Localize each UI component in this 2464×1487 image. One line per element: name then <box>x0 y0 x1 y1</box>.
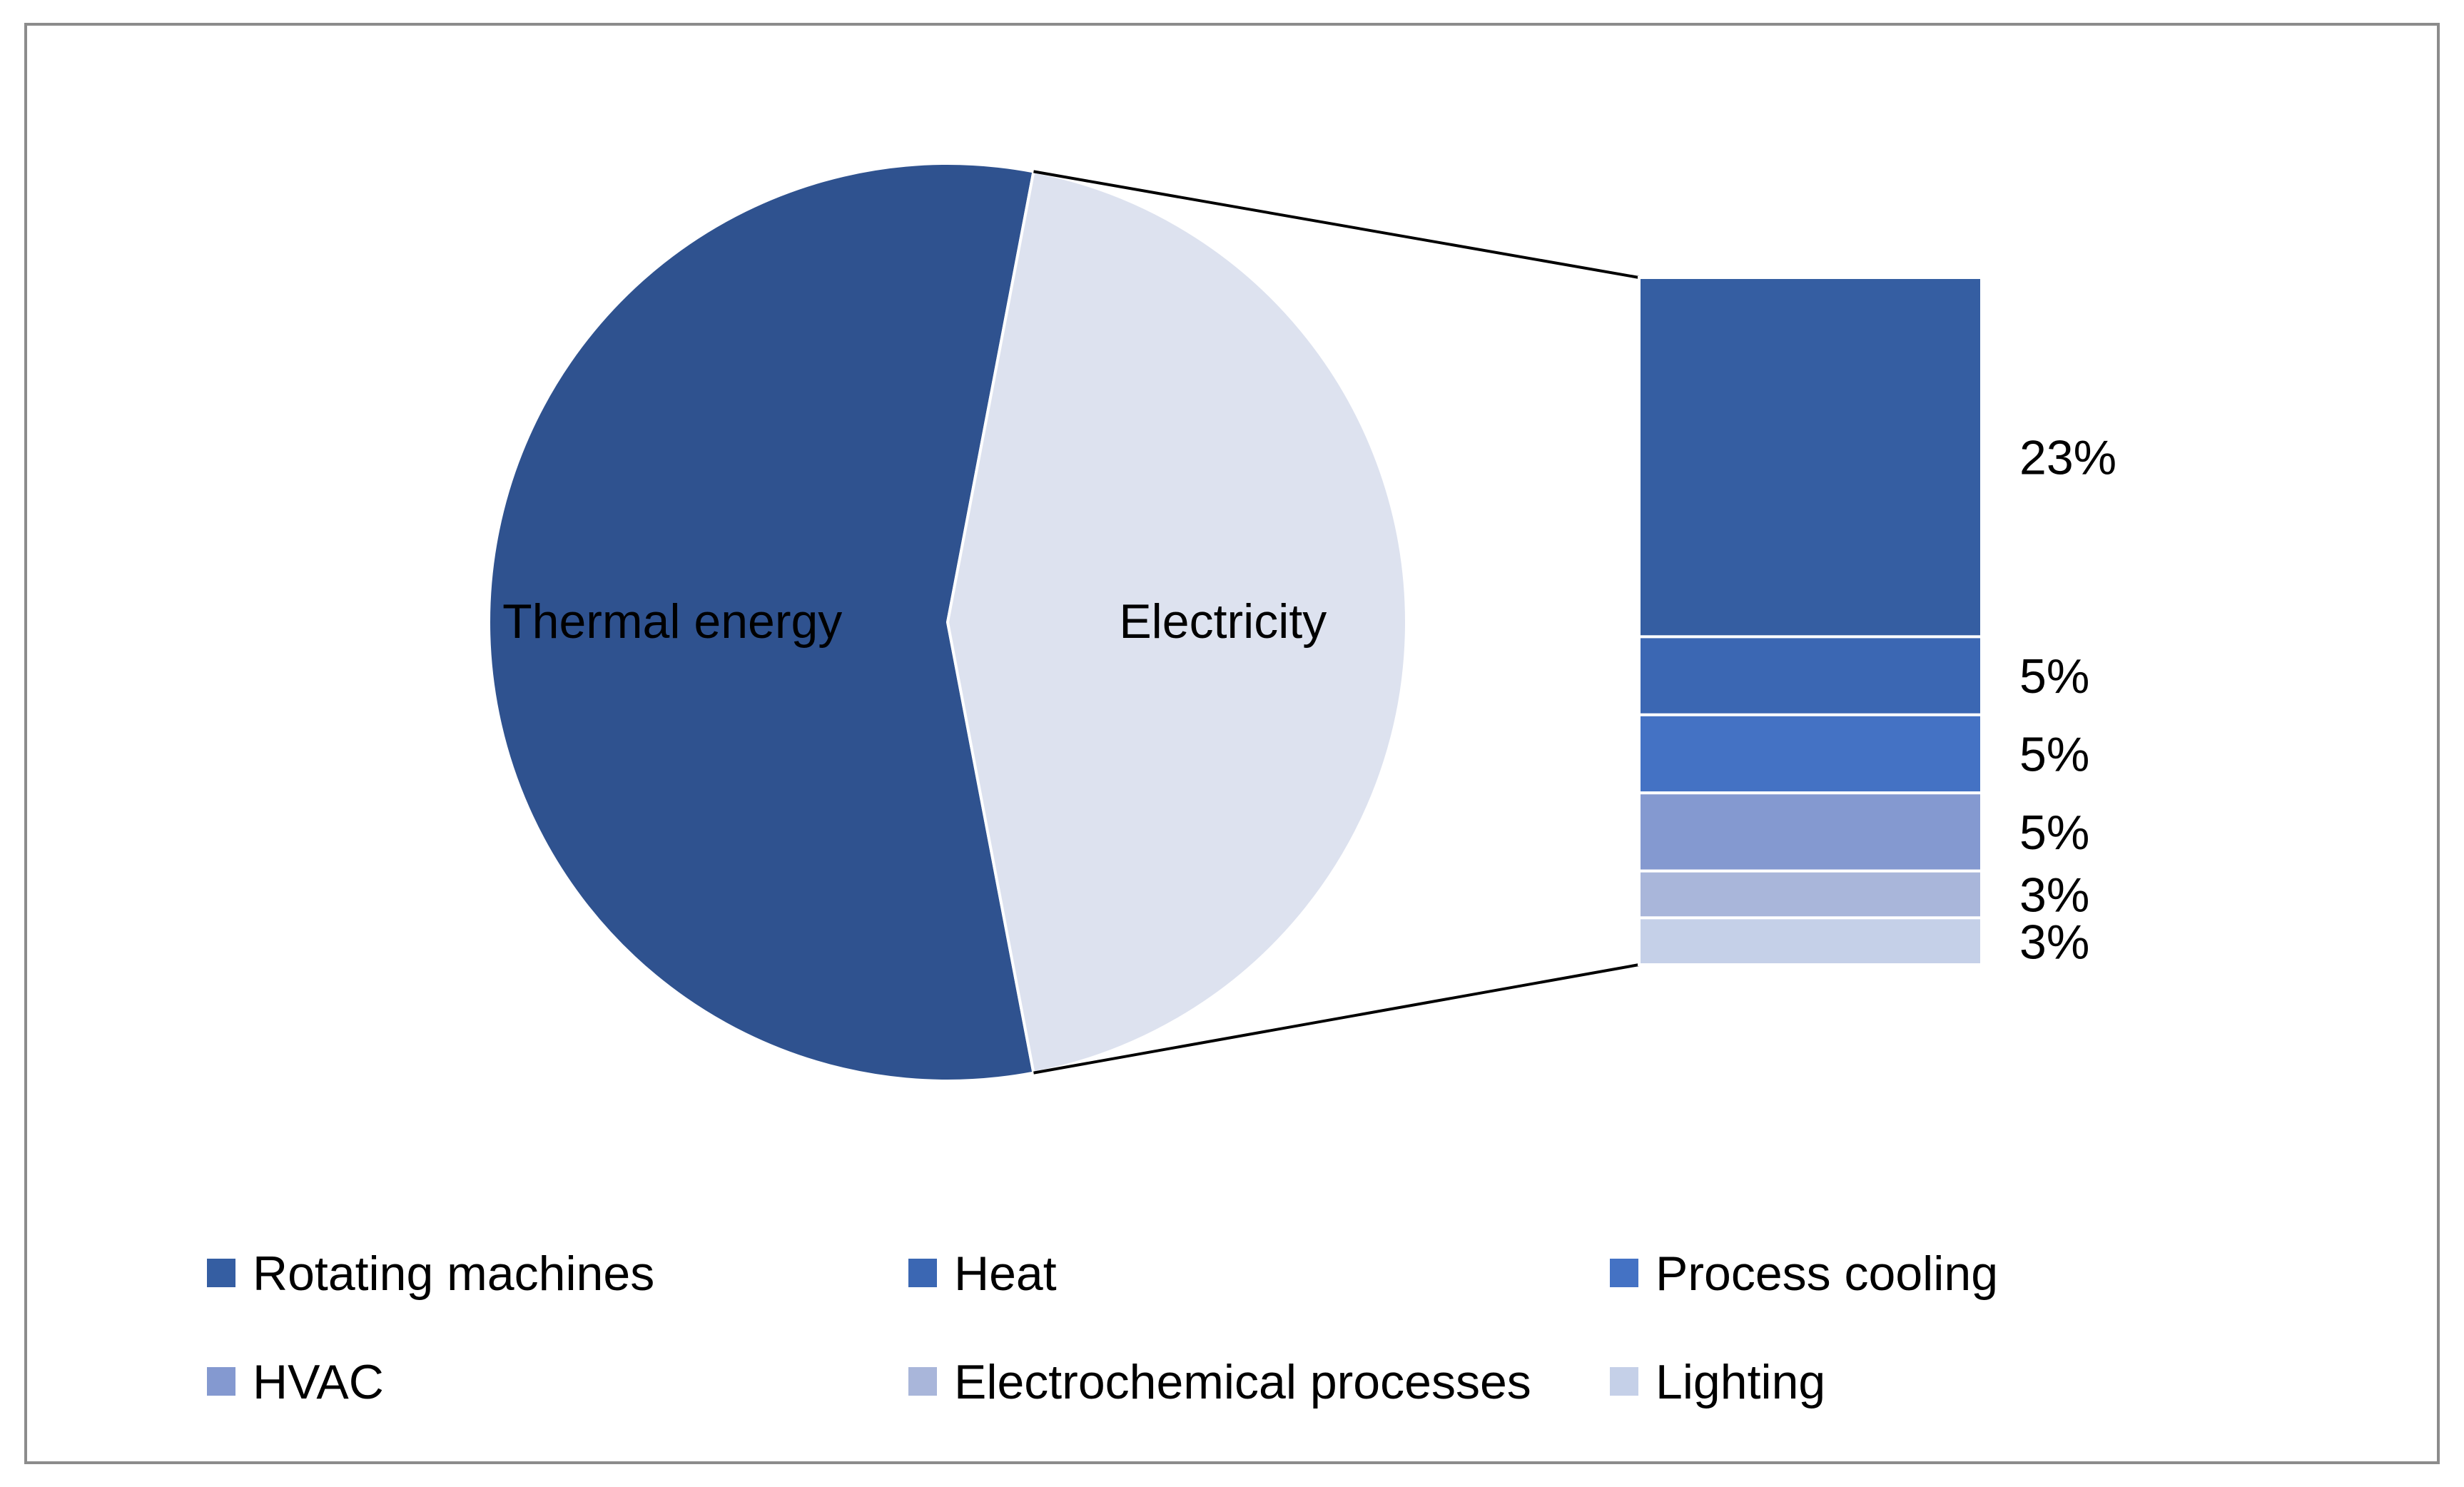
bar-data-label-lighting: 3% <box>2019 915 2089 970</box>
legend-swatch-rotating-machines <box>207 1259 235 1287</box>
stacked-bar: 23% 5% 5% 5% 3%3% <box>1638 276 2116 970</box>
bar-data-label-rotating-machines: 23% <box>2019 431 2116 485</box>
legend-swatch-process-cooling <box>1610 1259 1638 1287</box>
bar-segment-heat <box>1638 635 1983 716</box>
bar-segment-rotating-machines <box>1638 276 1983 639</box>
pie-slice-label-electricity: Electricity <box>1119 594 1327 649</box>
bar-data-label-electrochemical-processes: 3% <box>2019 868 2089 923</box>
bar-data-label-hvac: 5% <box>2019 806 2089 860</box>
legend-swatch-hvac <box>207 1367 235 1396</box>
legend-label-heat: Heat <box>954 1247 1057 1301</box>
bar-data-label-process-cooling: 5% <box>2019 728 2089 782</box>
legend-label-process-cooling: Process cooling <box>1656 1247 1998 1301</box>
pie: Thermal energy Electricity <box>487 162 1408 1082</box>
bar-segment-process-cooling <box>1638 713 1983 795</box>
bar-segment-hvac <box>1638 791 1983 873</box>
bar-segment-electrochemical-processes <box>1638 869 1983 920</box>
legend-label-hvac: HVAC <box>253 1355 384 1409</box>
legend-swatch-heat <box>908 1259 937 1287</box>
connector-line-top <box>1033 170 1640 279</box>
pie-slice-thermal-energy <box>487 162 1035 1082</box>
pie-slice-label-thermal-energy: Thermal energy <box>502 594 842 649</box>
legend-label-lighting: Lighting <box>1656 1355 1825 1409</box>
legend: Rotating machines Heat Process coolingHVAC… <box>207 1247 1998 1409</box>
legend-label-rotating-machines: Rotating machines <box>253 1247 654 1301</box>
pie-slice-electricity <box>945 170 1408 1075</box>
legend-label-electrochemical-processes: Electrochemical processes <box>954 1355 1531 1409</box>
bar-segment-lighting <box>1638 916 1983 967</box>
legend-swatch-lighting <box>1610 1367 1638 1396</box>
legend-swatch-electrochemical-processes <box>908 1367 937 1396</box>
bar-data-label-heat: 5% <box>2019 649 2089 704</box>
connector-lines <box>1033 170 1640 1075</box>
connector-line-bottom <box>1033 963 1640 1075</box>
